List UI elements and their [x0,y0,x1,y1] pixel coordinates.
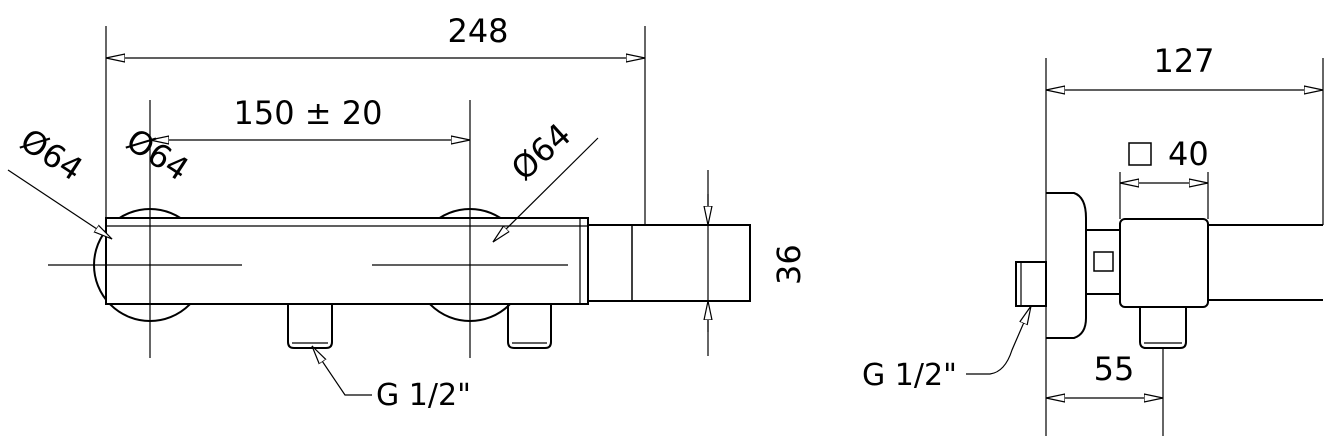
side-view [966,58,1324,436]
thread-leader-front [312,346,372,396]
control-knob [587,224,751,302]
outlet-connector-side [1139,307,1187,349]
square-symbol [1128,142,1152,166]
diameter-label-left-inner: Ø64 [120,121,196,189]
mixer-body [105,217,589,305]
dimension-150: 150 ± 20 [234,94,383,132]
handle-block [1119,218,1209,308]
body-neck [1085,229,1121,295]
diameter-label-left-outer: Ø64 [14,121,90,189]
dimension-248: 248 [447,12,508,50]
thread-label-side: G 1/2" [862,358,957,393]
square-mark [1093,251,1114,272]
diameter-leader-right [493,137,599,242]
dimension-40: 40 [1168,135,1209,173]
thread-label-front: G 1/2" [376,378,471,413]
front-view [7,26,751,396]
thread-leader-side [966,306,1031,375]
wall-rosette [1046,192,1087,339]
inlet-connector-left [287,300,333,349]
dimension-127: 127 [1153,42,1214,80]
inlet-connector-right [507,300,552,349]
diameter-leader-left [7,169,112,239]
dimension-55: 55 [1094,350,1135,388]
dimension-36: 36 [770,244,808,285]
diameter-label-right: Ø64 [504,116,578,188]
